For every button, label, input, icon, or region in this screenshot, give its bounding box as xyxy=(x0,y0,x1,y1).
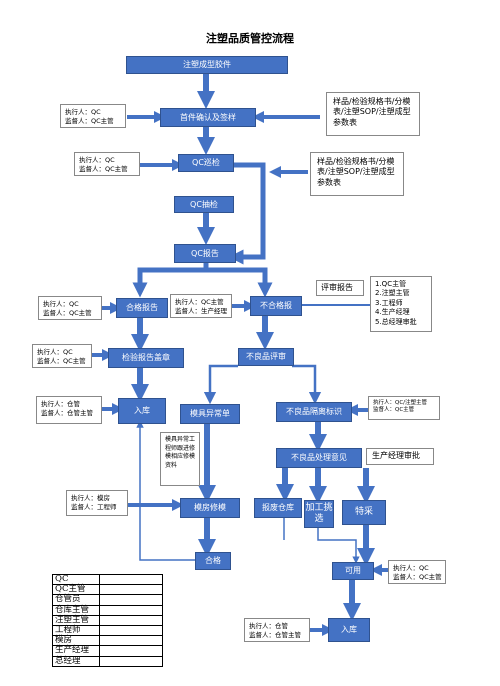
box-usable: 可用 xyxy=(332,562,374,580)
role-legend-table: QC QC主管 仓管员 仓库主管 注塑主管 工程师 模房 生产经理 总经理 xyxy=(52,573,163,667)
legend-row: 仓管员 xyxy=(52,594,163,606)
arrow-report-fail xyxy=(206,267,273,298)
arrow-rework-usable xyxy=(317,528,360,564)
box-mold-repair: 模房修模 xyxy=(180,498,240,518)
arrow-review-isolate xyxy=(292,364,322,405)
arrow-report-pass xyxy=(132,263,209,298)
note-seal-report: 执行人：QC 监督人：QC主管 xyxy=(32,344,92,368)
note-disposal-approval: 生产经理审批 xyxy=(366,448,434,465)
note-patrol-reference: 样品/检验规格书/分模表/注塑SOP/注塑成型参数表 xyxy=(310,152,404,196)
box-qc-report: QC报告 xyxy=(174,244,236,263)
note-isolate: 执行人：QC/注塑主管 监督人：QC主管 xyxy=(368,396,440,420)
note-mold-repair: 执行人：模房 监督人：工程师 xyxy=(66,490,128,516)
note-first-confirm: 执行人：QC 监督人：QC主管 xyxy=(60,104,126,128)
arrow-review-mold xyxy=(203,364,238,405)
box-inject: 注塑成型胶件 xyxy=(126,56,288,74)
note-usable: 执行人：QC 监督人：QC主管 xyxy=(388,560,446,584)
box-disposal: 不良品处理意见 xyxy=(276,448,362,468)
legend-row: 注塑主管 xyxy=(52,614,163,626)
box-pass: 合格 xyxy=(195,552,231,570)
box-mold-abnormal: 模具异常单 xyxy=(180,404,240,424)
box-fail-report: 不合格报 xyxy=(250,296,302,316)
box-special: 特采 xyxy=(342,500,386,525)
box-scrap: 报废仓库 xyxy=(254,498,302,518)
box-isolate: 不良品隔离标识 xyxy=(276,402,352,422)
note-mold-abnormal: 模具异常工程师跟进修模相应修模资料 xyxy=(160,432,200,486)
note-review-label: 评审报告 xyxy=(316,280,364,296)
page-title: 注塑品质管控流程 xyxy=(206,32,294,45)
note-qc-patrol: 执行人：QC 监督人：QC主管 xyxy=(74,152,140,176)
box-warehouse-2: 入库 xyxy=(328,618,370,642)
box-rework: 加工挑选 xyxy=(304,500,334,528)
note-review-list: 1.QC主管 2.注塑主管 3.工程师 4.生产经理 5.总经理审批 xyxy=(370,276,432,332)
note-warehouse-1: 执行人：仓管 监督人：仓管主管 xyxy=(36,396,102,424)
arrow-pass-back-wh xyxy=(136,420,195,561)
box-seal-report: 检验报告盖章 xyxy=(108,348,184,368)
arrow-patrol-loop xyxy=(228,162,266,265)
note-fail-report: 执行人：QC主管 监督人：生产经理 xyxy=(170,294,232,318)
box-qc-sample: QC抽检 xyxy=(174,196,234,213)
box-defect-review: 不良品评审 xyxy=(238,348,294,366)
box-warehouse-1: 入库 xyxy=(118,398,166,424)
note-warehouse-2: 执行人：仓管 监督人：仓管主管 xyxy=(244,618,310,642)
note-first-reference: 样品/检验规格书/分模表/注塑SOP/注塑成型参数表 xyxy=(326,92,420,136)
box-first-confirm: 首件确认及签样 xyxy=(160,108,256,127)
legend-row: 生产经理 xyxy=(52,645,163,657)
note-pass-report: 执行人：QC 监督人：QC主管 xyxy=(38,296,102,320)
box-pass-report: 合格报告 xyxy=(116,298,168,318)
legend-row: 总经理 xyxy=(52,655,163,667)
legend-row: 仓库主管 xyxy=(52,604,163,616)
box-qc-patrol: QC巡检 xyxy=(178,154,234,172)
